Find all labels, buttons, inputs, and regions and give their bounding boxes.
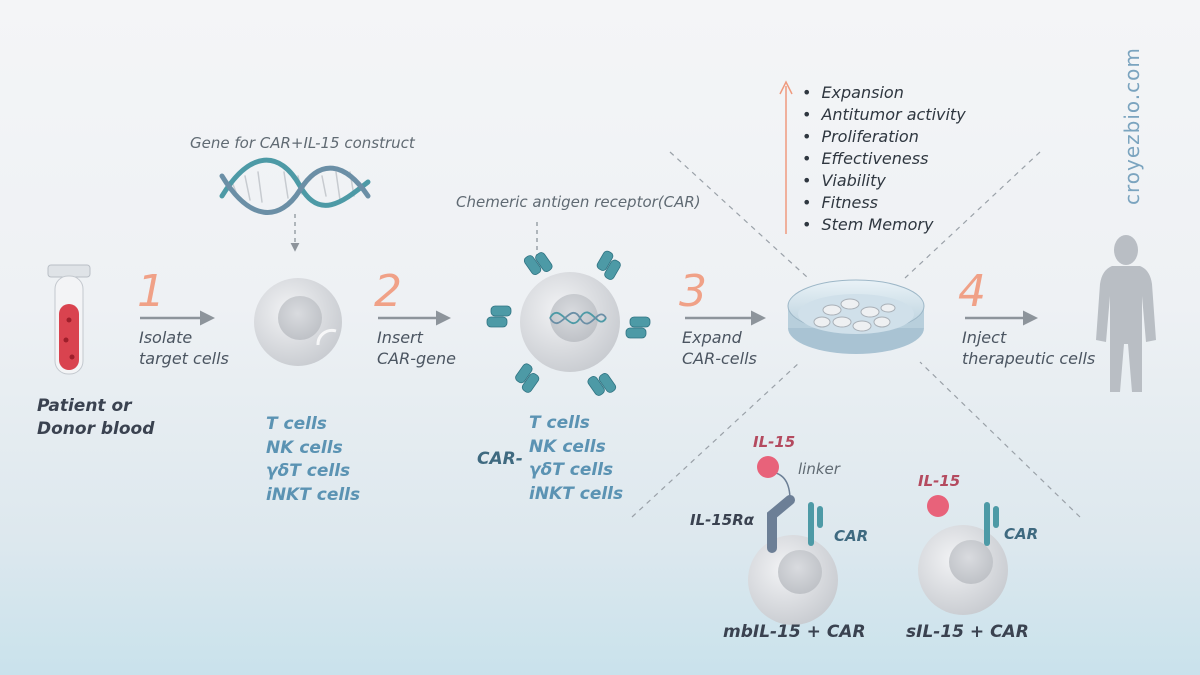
dashed-guides [631, 151, 1081, 518]
s-il15-label: IL-15 [918, 472, 961, 490]
car-cell-icon [486, 250, 651, 396]
step-number-1: 1 [137, 266, 165, 317]
mb-il15-car-cell [748, 456, 838, 625]
mb-il15-label: IL-15 [753, 433, 796, 451]
s-car-label: CAR [1004, 525, 1039, 543]
gene-caption: Gene for CAR+IL-15 construct [190, 134, 415, 152]
cell-icon [254, 278, 342, 366]
step-number-2: 2 [374, 266, 402, 317]
s-title: sIL-15 + CAR [906, 622, 1029, 642]
blood-tube-icon [47, 264, 91, 375]
car-caption: Chemeric antigen receptor(CAR) [456, 193, 701, 211]
benefits-list: ExpansionAntitumor activityProliferation… [802, 82, 965, 236]
petri-dish-icon [787, 279, 925, 354]
mb-car-label: CAR [834, 527, 869, 545]
up-arrow-icon [779, 80, 793, 234]
watermark: croyezbio.com [1120, 47, 1144, 205]
il15r-label: IL-15Rα [690, 511, 755, 529]
source-label: Patient or Donor blood [37, 396, 155, 439]
car-prefix: CAR- [477, 449, 523, 469]
step-number-4: 4 [958, 266, 986, 317]
step-number-3: 3 [679, 266, 707, 317]
linker-label: linker [798, 460, 840, 478]
s-il15-car-cell [918, 495, 1008, 615]
human-silhouette-icon [1096, 235, 1156, 392]
dna-helix-icon [219, 157, 371, 215]
mb-title: mbIL-15 + CAR [723, 622, 866, 642]
